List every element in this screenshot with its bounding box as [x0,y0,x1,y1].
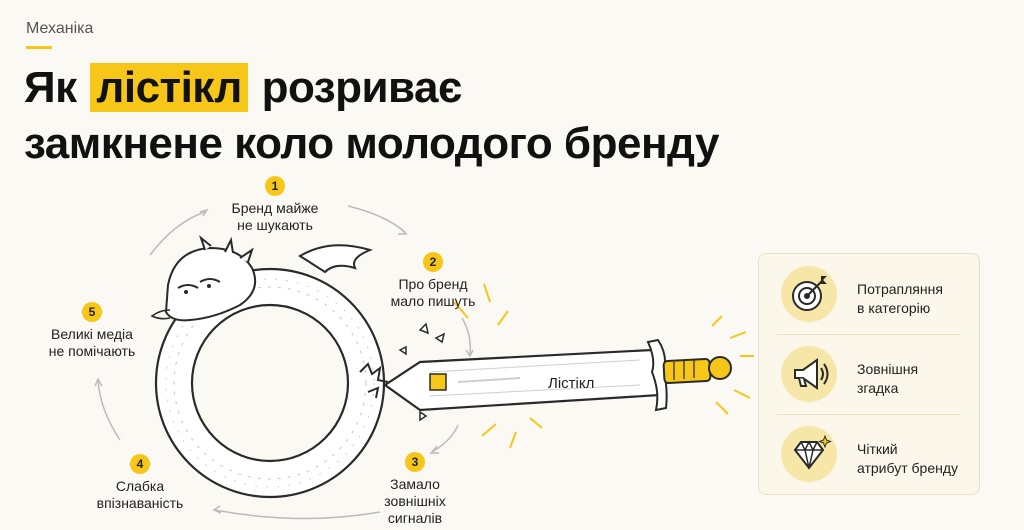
step-badge: 3 [405,452,425,472]
title-highlight: лістікл [90,63,248,112]
step-badge: 2 [423,252,443,272]
benefit-label: Потрапляння в категорію [857,281,943,316]
sword-label: Лістікл [548,375,594,392]
target-icon [781,266,837,322]
title-line-2: замкнене коло молодого бренду [24,119,719,168]
benefit-item: Потрапляння в категорію [759,254,979,334]
step-badge: 1 [265,176,285,196]
benefit-item: Чіткий атрибут бренду [759,414,979,494]
benefits-panel: Потрапляння в категорію Зовнішня згадка … [758,253,980,495]
step-text: Замало зовнішніх сигналів [384,476,446,526]
megaphone-icon [781,346,837,402]
cycle-step-2: 2 Про бренд мало пишуть [378,252,488,310]
benefit-item: Зовнішня згадка [759,334,979,414]
title-word-1: Як [24,63,77,112]
cycle-step-3: 3 Замало зовнішніх сигналів [360,452,470,527]
benefit-label: Зовнішня згадка [857,361,919,396]
step-text: Про бренд мало пишуть [390,276,476,309]
cycle-step-1: 1 Бренд майже не шукають [220,176,330,234]
sword [383,283,754,449]
step-text: Бренд майже не шукають [231,200,319,233]
panel-divider [777,414,961,415]
cycle-step-5: 5 Великі медіа не помічають [32,302,152,360]
step-badge: 5 [82,302,102,322]
dragon-ring [150,235,446,499]
benefit-label: Чіткий атрибут бренду [857,441,959,476]
step-text: Слабка впізнаваність [96,478,184,511]
cycle-arrows [94,205,474,520]
title-line-1: Як лістікл розриває [24,60,719,116]
eyebrow-underline [26,46,52,49]
step-text: Великі медіа не помічають [48,326,136,359]
page-title: Як лістікл розриває замкнене коло молодо… [24,60,719,172]
step-badge: 4 [130,454,150,474]
diamond-icon [781,426,837,482]
panel-divider [777,334,961,335]
section-eyebrow: Механіка [26,20,94,37]
title-word-3: розриває [261,63,463,112]
cycle-step-4: 4 Слабка впізнаваність [80,454,200,512]
